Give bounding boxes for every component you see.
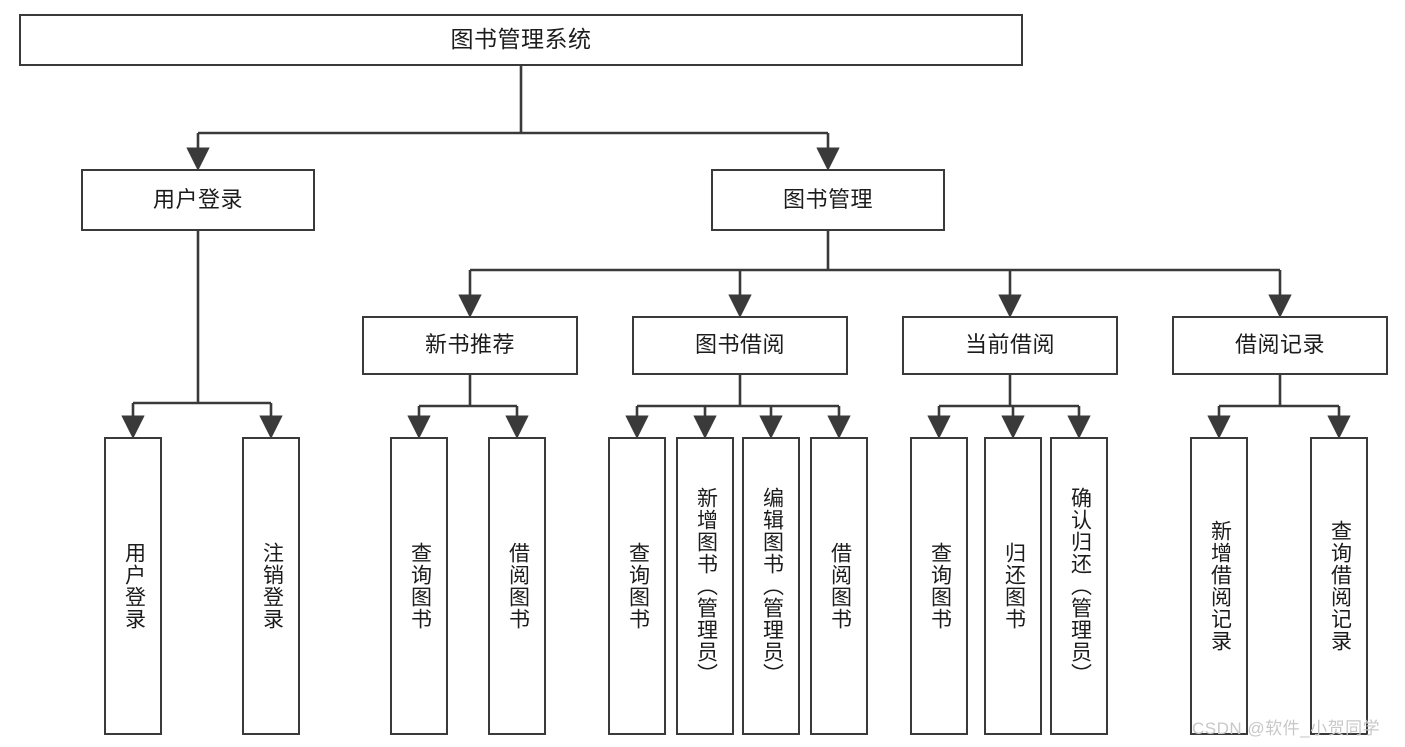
node-book-borrow-label: 图书借阅 bbox=[694, 332, 785, 358]
node-leaf-edit-book-admin-label: 编辑图书（管理员） bbox=[760, 487, 784, 685]
node-leaf-query-book-rec[interactable]: 查询图书 bbox=[390, 437, 448, 735]
node-leaf-query-book-cur-label: 查询图书 bbox=[928, 542, 952, 630]
watermark-csdn: CSDN @软件_小贺同学 bbox=[1192, 719, 1381, 738]
node-leaf-confirm-return-admin-label: 确认归还（管理员） bbox=[1068, 487, 1092, 685]
node-leaf-query-book-borrow[interactable]: 查询图书 bbox=[608, 437, 666, 735]
node-leaf-return-book-label: 归还图书 bbox=[1002, 542, 1026, 630]
node-leaf-return-book[interactable]: 归还图书 bbox=[984, 437, 1042, 735]
node-book-manage-label: 图书管理 bbox=[782, 186, 873, 212]
node-leaf-add-borrow-record[interactable]: 新增借阅记录 bbox=[1190, 437, 1248, 735]
node-borrow-record[interactable]: 借阅记录 bbox=[1172, 316, 1388, 375]
node-leaf-borrow-book-rec[interactable]: 借阅图书 bbox=[488, 437, 546, 735]
node-new-book-rec-label: 新书推荐 bbox=[424, 332, 515, 358]
node-leaf-user-logout-label: 注销登录 bbox=[260, 542, 284, 630]
node-leaf-user-login-label: 用户登录 bbox=[122, 542, 146, 630]
node-leaf-query-book-rec-label: 查询图书 bbox=[408, 542, 432, 630]
node-leaf-borrow-book-rec-label: 借阅图书 bbox=[506, 542, 530, 630]
node-leaf-edit-book-admin[interactable]: 编辑图书（管理员） bbox=[742, 437, 800, 735]
node-leaf-borrow-book-label: 借阅图书 bbox=[828, 542, 852, 630]
node-user-login[interactable]: 用户登录 bbox=[81, 169, 315, 231]
node-leaf-borrow-book[interactable]: 借阅图书 bbox=[810, 437, 868, 735]
node-borrow-record-label: 借阅记录 bbox=[1234, 332, 1325, 358]
node-book-manage[interactable]: 图书管理 bbox=[711, 169, 945, 231]
node-leaf-add-book-admin[interactable]: 新增图书（管理员） bbox=[676, 437, 734, 735]
node-leaf-add-book-admin-label: 新增图书（管理员） bbox=[694, 487, 718, 685]
node-leaf-query-book-borrow-label: 查询图书 bbox=[626, 542, 650, 630]
node-book-borrow[interactable]: 图书借阅 bbox=[632, 316, 848, 375]
node-leaf-user-logout[interactable]: 注销登录 bbox=[242, 437, 300, 735]
node-leaf-query-book-cur[interactable]: 查询图书 bbox=[910, 437, 968, 735]
node-current-borrow[interactable]: 当前借阅 bbox=[902, 316, 1118, 375]
node-leaf-confirm-return-admin[interactable]: 确认归还（管理员） bbox=[1050, 437, 1108, 735]
node-current-borrow-label: 当前借阅 bbox=[964, 332, 1055, 358]
node-new-book-rec[interactable]: 新书推荐 bbox=[362, 316, 578, 375]
node-user-login-label: 用户登录 bbox=[152, 186, 243, 212]
node-leaf-query-borrow-record-label: 查询借阅记录 bbox=[1328, 520, 1352, 652]
node-leaf-user-login[interactable]: 用户登录 bbox=[104, 437, 162, 735]
node-root-label: 图书管理系统 bbox=[450, 26, 592, 53]
node-root[interactable]: 图书管理系统 bbox=[19, 14, 1023, 66]
node-leaf-query-borrow-record[interactable]: 查询借阅记录 bbox=[1310, 437, 1368, 735]
node-leaf-add-borrow-record-label: 新增借阅记录 bbox=[1208, 520, 1232, 652]
